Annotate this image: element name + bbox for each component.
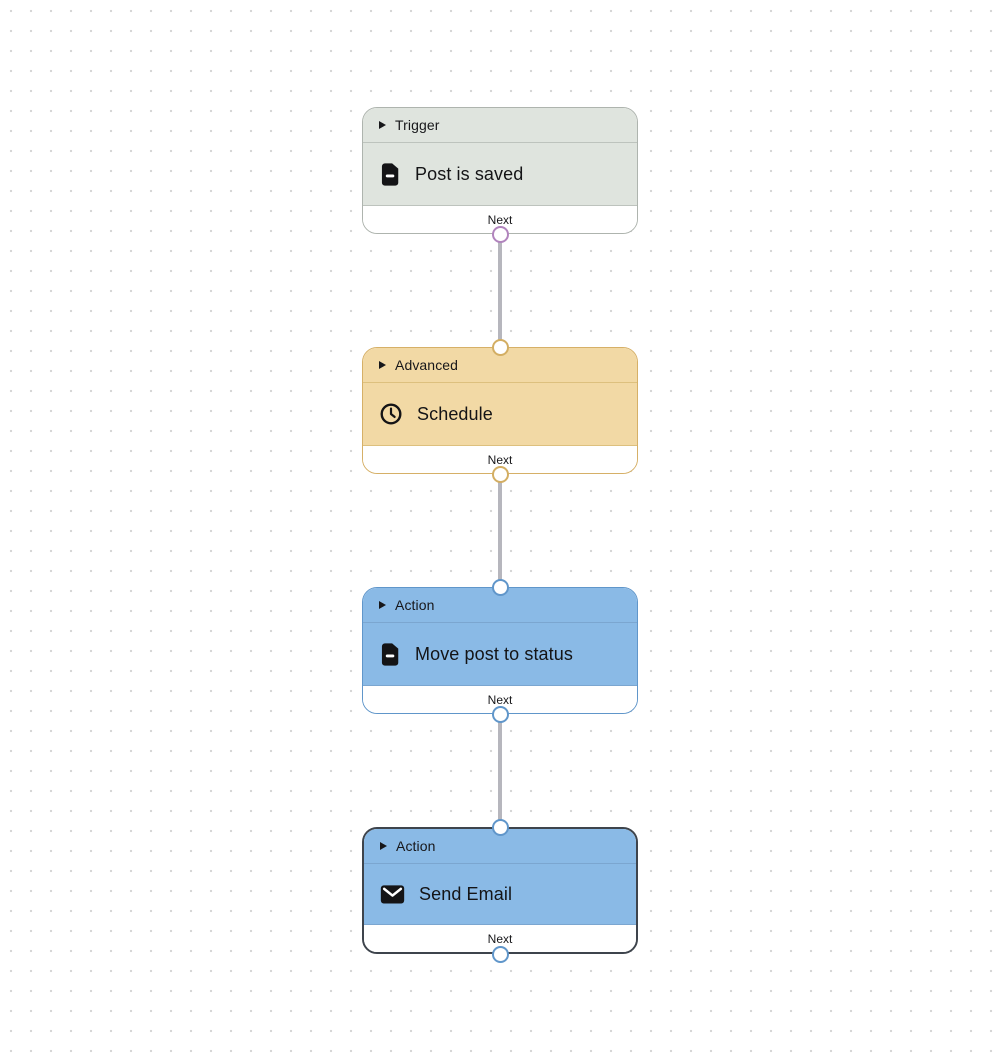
- node-category-label: Advanced: [395, 357, 459, 373]
- node-card: Action Send Email Next: [362, 827, 638, 954]
- workflow-node-move-post[interactable]: Action Move post to status Next: [362, 578, 638, 723]
- connector-edge: [498, 474, 502, 587]
- output-port[interactable]: [491, 225, 509, 243]
- input-port[interactable]: [491, 338, 509, 356]
- next-output-label: Next: [487, 931, 513, 946]
- node-body: Move post to status: [363, 623, 637, 685]
- clock-icon: [379, 402, 403, 426]
- node-card: Action Move post to status Next: [362, 587, 638, 714]
- envelope-icon: [380, 884, 405, 905]
- collapse-triangle-icon: [379, 361, 386, 369]
- workflow-node-schedule[interactable]: Advanced Schedule Next: [362, 338, 638, 483]
- node-body: Post is saved: [363, 143, 637, 205]
- node-footer: Next: [364, 924, 636, 952]
- next-output-label: Next: [487, 692, 513, 707]
- connector-edge: [498, 234, 502, 347]
- node-header[interactable]: Trigger: [363, 108, 637, 143]
- node-title: Move post to status: [415, 643, 573, 664]
- input-port[interactable]: [491, 818, 509, 836]
- input-port[interactable]: [491, 578, 509, 596]
- next-output-label: Next: [487, 212, 513, 227]
- workflow-node-trigger[interactable]: Trigger Post is saved Next: [362, 107, 638, 243]
- node-body: Send Email: [364, 864, 636, 924]
- workflow-node-send-email[interactable]: Action Send Email Next: [362, 818, 638, 963]
- output-port[interactable]: [491, 465, 509, 483]
- document-icon: [379, 642, 401, 666]
- collapse-triangle-icon: [379, 121, 386, 129]
- node-title: Post is saved: [415, 163, 524, 184]
- node-category-label: Action: [395, 597, 435, 613]
- node-card: Advanced Schedule Next: [362, 347, 638, 474]
- output-port[interactable]: [491, 945, 509, 963]
- collapse-triangle-icon: [380, 842, 387, 850]
- output-port[interactable]: [491, 705, 509, 723]
- node-card: Trigger Post is saved Next: [362, 107, 638, 234]
- node-body: Schedule: [363, 383, 637, 445]
- next-output-label: Next: [487, 452, 513, 467]
- collapse-triangle-icon: [379, 601, 386, 609]
- document-icon: [379, 162, 401, 186]
- node-category-label: Action: [396, 838, 436, 854]
- node-title: Schedule: [417, 403, 493, 424]
- connector-edge: [498, 714, 502, 827]
- node-category-label: Trigger: [395, 117, 440, 133]
- node-title: Send Email: [419, 883, 513, 904]
